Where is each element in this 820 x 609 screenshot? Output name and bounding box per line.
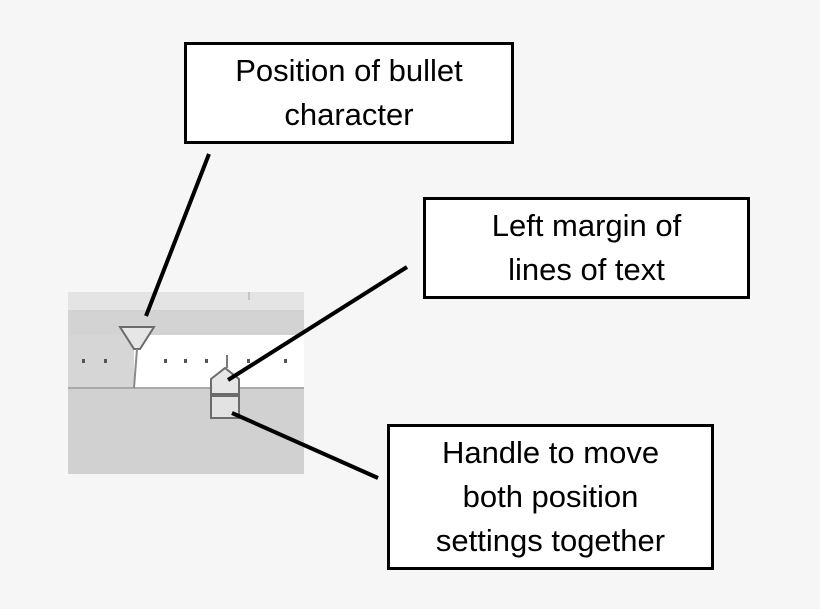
left-indent-pentagon-icon[interactable] [210,366,240,395]
ruler-dot [284,359,287,363]
callout-text-line: both position [462,478,639,514]
ruler-dots [82,359,287,363]
callout-text-line: character [284,97,414,132]
ruler-dot [184,359,187,363]
ruler-dot [82,359,85,363]
callout-bullet-position: Position of bullet character [184,42,514,144]
ruler-top-band [68,292,304,310]
leader-line-margin [226,265,409,382]
callout-text-line: lines of text [508,252,665,287]
ruler-dot [164,359,167,363]
callout-text-line: settings together [435,523,666,558]
callout-text-line: Handle to move [441,434,660,470]
callout-left-margin: Left margin of lines of text [423,197,750,299]
leader-line-bullet [144,153,211,317]
leader-line-handle [231,411,379,480]
ruler-dot [205,359,208,363]
hanging-indent-triangle-icon[interactable] [118,326,156,389]
callout-text-line: Position of bullet [235,52,463,88]
callout-move-both-handle: Handle to move both position settings to… [387,424,714,570]
ruler-lower-gray [68,387,304,474]
callout-text-line: Left margin of [491,207,682,243]
ruler-dot [247,359,250,363]
ruler-dot [104,359,107,363]
ruler-gray-margin [68,335,134,387]
ruler [68,292,304,474]
leader-lines [144,153,409,480]
ruler-upper-gray [68,310,304,335]
square-handle-icon[interactable] [210,395,240,419]
